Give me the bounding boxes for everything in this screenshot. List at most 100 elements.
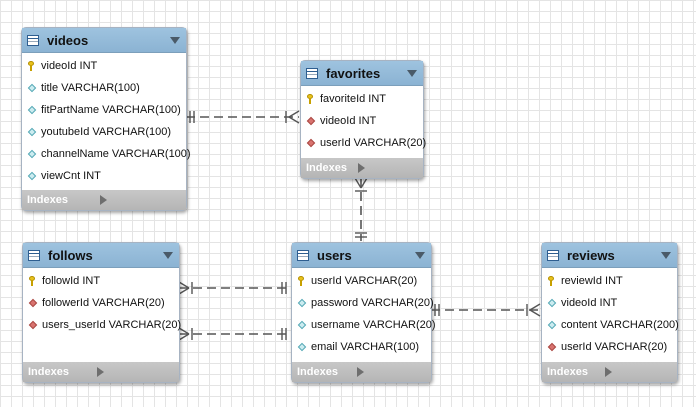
indexes-label: Indexes [27,194,68,206]
column-diamond-icon [27,105,37,115]
connector-mark [288,110,300,118]
column-row[interactable]: userId VARCHAR(20) [542,336,677,358]
table-header[interactable]: videos [22,28,186,53]
column-diamond-icon [547,320,557,330]
column-label: videoId INT [561,297,618,309]
column-row[interactable]: username VARCHAR(20) [292,314,436,336]
indexes-label: Indexes [297,366,338,378]
table-name: favorites [326,65,381,81]
table-icon [547,249,559,261]
column-diamond-icon [547,298,557,308]
chevron-right-icon[interactable] [357,367,424,377]
connector-mark [360,177,368,189]
chevron-right-icon[interactable] [605,367,670,377]
foreign-key-diamond-icon [306,138,316,148]
column-label: users_userId VARCHAR(20) [42,319,182,331]
indexes-bar[interactable]: Indexes [542,362,677,382]
column-list: videoId INT title VARCHAR(100) fitPartName… [22,53,191,187]
column-list: userId VARCHAR(20)password VARCHAR(20) us… [292,268,436,358]
key-icon [297,276,307,286]
column-diamond-icon [297,298,307,308]
chevron-right-icon[interactable] [357,163,417,173]
connector-mark [178,333,190,341]
column-row[interactable]: content VARCHAR(200) [542,314,679,336]
chevron-down-icon[interactable] [163,251,173,259]
connector-mark [178,281,190,289]
column-row[interactable]: videoId INT [542,292,677,314]
indexes-label: Indexes [28,366,69,378]
table-icon [297,249,309,261]
column-label: viewCnt INT [41,170,101,182]
column-row[interactable]: email VARCHAR(100) [292,336,431,358]
column-label: content VARCHAR(200) [561,319,679,331]
connector-mark [529,309,541,317]
foreign-key-diamond-icon [306,116,316,126]
table-name: follows [48,247,93,263]
chevron-down-icon[interactable] [415,251,425,259]
column-label: followerId VARCHAR(20) [42,297,165,309]
indexes-label: Indexes [547,366,588,378]
column-diamond-icon [297,320,307,330]
indexes-bar[interactable]: Indexes [301,158,423,178]
connector-mark [178,287,190,295]
foreign-key-diamond-icon [28,320,38,330]
column-row[interactable]: videoId INT [22,55,186,77]
indexes-bar[interactable]: Indexes [22,190,186,210]
column-row[interactable]: youtubeId VARCHAR(100) [22,121,186,143]
key-icon [547,276,557,286]
column-row[interactable]: viewCnt INT [22,165,186,187]
table-follows[interactable]: follows followId INT followerId VARCHAR(20… [22,242,182,383]
key-icon [28,276,38,286]
column-row[interactable]: channelName VARCHAR(100) [22,143,191,165]
column-row[interactable]: reviewId INT [542,270,677,292]
column-list: reviewId INT videoId INT content VARCHAR(2… [542,268,679,358]
column-diamond-icon [297,342,307,352]
key-icon [306,94,316,104]
column-row[interactable]: fitPartName VARCHAR(100) [22,99,186,121]
column-label: title VARCHAR(100) [41,82,140,94]
column-label: videoId INT [320,115,377,127]
chevron-down-icon[interactable] [170,36,180,44]
column-row[interactable]: title VARCHAR(100) [22,77,186,99]
column-diamond-icon [27,149,37,159]
column-row[interactable]: favoriteId INT [301,88,423,110]
table-header[interactable]: favorites [301,61,423,86]
column-label: fitPartName VARCHAR(100) [41,104,181,116]
indexes-bar[interactable]: Indexes [23,362,179,382]
column-label: userId VARCHAR(20) [320,137,427,149]
column-label: username VARCHAR(20) [311,319,436,331]
chevron-down-icon[interactable] [661,251,671,259]
foreign-key-diamond-icon [28,298,38,308]
foreign-key-diamond-icon [547,342,557,352]
indexes-bar[interactable]: Indexes [292,362,431,382]
chevron-right-icon[interactable] [99,195,180,205]
table-reviews[interactable]: reviews reviewId INT videoId INT content VA… [541,242,679,383]
column-label: reviewId INT [561,275,623,287]
column-label: channelName VARCHAR(100) [41,148,191,160]
column-label: email VARCHAR(100) [311,341,419,353]
indexes-label: Indexes [306,162,347,174]
table-header[interactable]: reviews [542,243,677,268]
table-icon [306,67,318,79]
column-row[interactable]: password VARCHAR(20) [292,292,434,314]
table-users[interactable]: users userId VARCHAR(20)password VARCHAR(… [291,242,436,383]
column-row[interactable]: userId VARCHAR(20) [292,270,431,292]
column-row[interactable]: users_userId VARCHAR(20) [23,314,182,336]
column-label: youtubeId VARCHAR(100) [41,126,172,138]
column-diamond-icon [27,171,37,181]
table-header[interactable]: follows [23,243,179,268]
column-row[interactable]: followId INT [23,270,179,292]
table-name: reviews [567,247,615,263]
table-favorites[interactable]: favorites favoriteId INT videoId INT userId… [300,60,427,179]
table-header[interactable]: users [292,243,431,268]
chevron-right-icon[interactable] [96,367,173,377]
column-row[interactable]: followerId VARCHAR(20) [23,292,179,314]
column-diamond-icon [27,83,37,93]
column-row[interactable]: videoId INT [301,110,423,132]
column-row[interactable]: userId VARCHAR(20) [301,132,427,154]
table-name: users [317,247,352,263]
chevron-down-icon[interactable] [407,69,417,77]
